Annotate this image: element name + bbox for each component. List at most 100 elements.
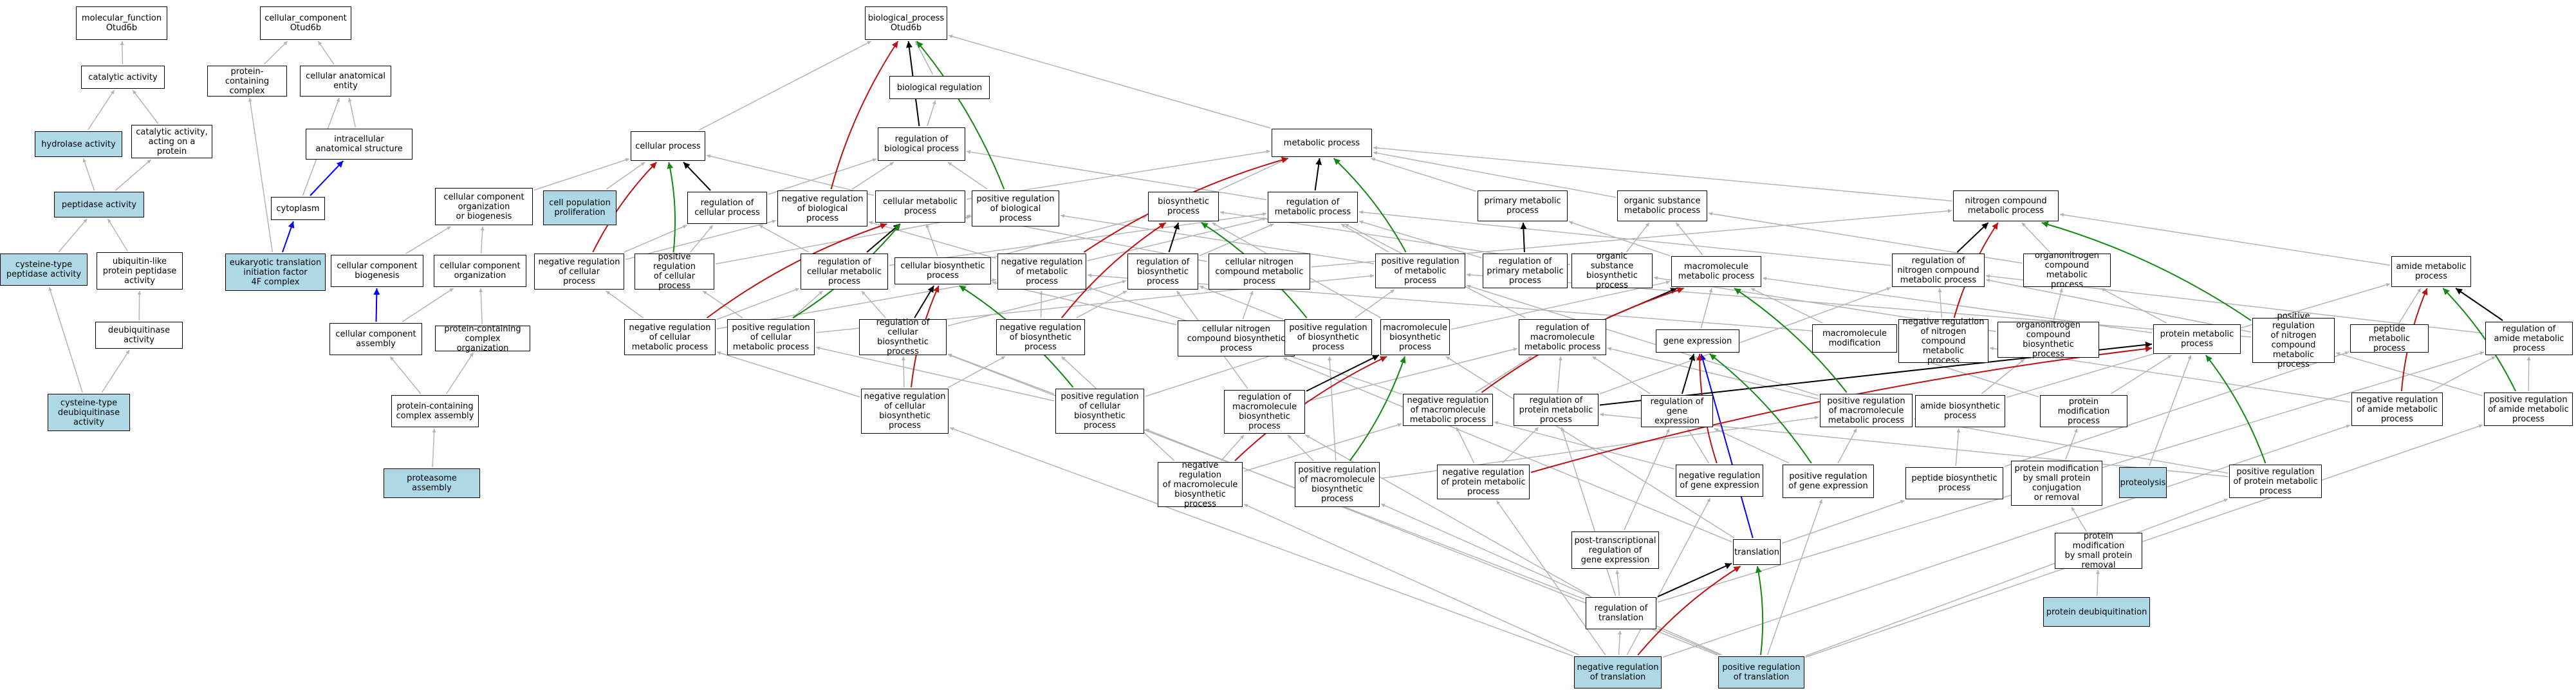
go-term-node-deub[interactable]: deubiquitinase activity: [95, 322, 183, 349]
edge-is-a-nrcbp-to-nrcmp: [716, 351, 860, 398]
edge-is-a-prcmp-to-regcmp: [792, 290, 823, 319]
go-term-node-pcco[interactable]: protein-containing complex organization: [435, 324, 530, 353]
edge-is-a-pmsp-to-protmod: [2065, 428, 2078, 460]
go-term-node-regge[interactable]: regulation of gene expression: [1641, 395, 1713, 427]
go-term-node-prmmbp[interactable]: positive regulation of macromolecule bio…: [1295, 462, 1380, 507]
go-term-node-nrncmp[interactable]: negative regulation of nitrogen compound…: [1898, 317, 1988, 365]
go-term-node-metp[interactable]: metabolic process: [1272, 129, 1372, 157]
go-term-node-regbp[interactable]: regulation of biological process: [878, 127, 965, 161]
go-term-node-pramp[interactable]: positive regulation of amide metabolic p…: [2484, 393, 2573, 426]
go-term-node-osbp[interactable]: organic substance biosynthetic process: [1571, 252, 1653, 290]
go-term-node-regcp[interactable]: regulation of cellular process: [687, 192, 767, 224]
go-term-node-pmp[interactable]: primary metabolic process: [1478, 190, 1568, 221]
go-term-node-nrtr[interactable]: negative regulation of translation: [1574, 656, 1662, 688]
go-term-node-catp[interactable]: catalytic activity, acting on a protein: [131, 125, 212, 158]
go-term-node-regprmp[interactable]: regulation of protein metabolic process: [1514, 394, 1598, 426]
go-term-node-proteolysis[interactable]: proteolysis: [2119, 467, 2167, 498]
go-term-node-pmspr[interactable]: protein modification by small protein re…: [2055, 531, 2142, 570]
go-term-node-prcmp[interactable]: positive regulation of cellular metaboli…: [727, 319, 815, 355]
go-term-node-regncmp[interactable]: regulation of nitrogen compound metaboli…: [1892, 254, 1985, 287]
go-term-node-proteasome[interactable]: proteasome assembly: [384, 468, 480, 498]
go-term-node-cpp[interactable]: cell population proliferation: [543, 190, 616, 225]
go-term-node-nrge[interactable]: negative regulation of gene expression: [1676, 465, 1763, 497]
go-term-node-cae[interactable]: cellular anatomical entity: [300, 66, 391, 97]
go-term-node-breg[interactable]: biological regulation: [889, 76, 990, 99]
go-term-node-pmsp[interactable]: protein modification by small protein co…: [2011, 461, 2102, 506]
go-term-node-biosyn[interactable]: biosynthetic process: [1148, 192, 1219, 221]
go-term-node-oncmp[interactable]: organonitrogen compound metabolic proces…: [2023, 251, 2111, 290]
go-term-node-bp[interactable]: biological_process Otud6b: [865, 6, 947, 40]
go-term-node-prncmp[interactable]: positive regulation of nitrogen compound…: [2252, 311, 2335, 369]
go-term-node-prbp[interactable]: positive regulation of biological proces…: [972, 190, 1059, 226]
go-term-node-ncmp[interactable]: nitrogen compound metabolic process: [1953, 190, 2059, 221]
go-term-node-regpmp[interactable]: regulation of primary metabolic process: [1483, 254, 1568, 288]
go-term-node-nramp[interactable]: negative regulation of amide metabolic p…: [2351, 393, 2443, 426]
go-term-node-cyto[interactable]: cytoplasm: [271, 197, 325, 220]
go-term-node-nrmmp[interactable]: negative regulation of macromolecule met…: [1403, 394, 1493, 426]
go-term-node-cncbsp[interactable]: cellular nitrogen compound biosynthetic …: [1178, 320, 1295, 356]
go-term-node-ias[interactable]: intracellular anatomical structure: [306, 129, 412, 160]
go-term-node-nrcp[interactable]: negative regulation of cellular process: [534, 254, 624, 290]
go-term-node-prcp[interactable]: positive regulation of cellular process: [635, 252, 714, 291]
go-term-node-ctdeub[interactable]: cysteine-type deubiquitinase activity: [48, 394, 130, 431]
go-term-node-hyd[interactable]: hydrolase activity: [35, 131, 122, 157]
go-term-node-ccob[interactable]: cellular component organization or bioge…: [435, 188, 533, 225]
go-term-node-mf[interactable]: molecular_function Otud6b: [76, 6, 167, 40]
go-term-node-regcmp[interactable]: regulation of cellular metabolic process: [801, 254, 888, 290]
go-term-node-ctpa[interactable]: cysteine-type peptidase activity: [0, 254, 88, 286]
edge-part-of-eti-to-cyto: [282, 221, 295, 253]
go-term-node-osmp[interactable]: organic substance metabolic process: [1617, 190, 1707, 221]
go-term-node-ptgr[interactable]: post-transcriptional regulation of gene …: [1571, 531, 1659, 569]
go-term-node-oncbp[interactable]: organonitrogen compound biosynthetic pro…: [1997, 320, 2099, 359]
go-term-node-ge[interactable]: gene expression: [1656, 329, 1739, 353]
go-term-node-cat[interactable]: catalytic activity: [81, 66, 165, 89]
go-term-node-transl[interactable]: translation: [1733, 539, 1781, 565]
go-term-node-ccb[interactable]: cellular component biogenesis: [331, 255, 423, 287]
go-term-node-regamp[interactable]: regulation of amide metabolic process: [2485, 322, 2573, 355]
go-term-node-cco[interactable]: cellular component organization: [434, 255, 526, 287]
go-term-node-nrmp[interactable]: negative regulation of metabolic process: [997, 254, 1086, 290]
edge-is-a-mmbp-to-mmp: [1450, 281, 1671, 330]
go-term-node-deubq[interactable]: protein deubiquitination: [2043, 597, 2150, 627]
go-term-node-cca[interactable]: cellular component assembly: [329, 323, 422, 355]
go-term-node-mmp[interactable]: macromolecule metabolic process: [1671, 256, 1761, 287]
go-term-node-pepbp[interactable]: peptide biosynthetic process: [1905, 467, 2003, 499]
go-term-node-regmp[interactable]: regulation of metabolic process: [1268, 192, 1358, 223]
go-term-node-regbsp[interactable]: regulation of biosynthetic process: [1127, 254, 1198, 290]
go-term-node-nrbp[interactable]: negative regulation of biological proces…: [777, 190, 867, 226]
go-term-node-pepmp[interactable]: peptide metabolic process: [2350, 324, 2429, 353]
go-term-node-protmp[interactable]: protein metabolic process: [2153, 324, 2241, 354]
go-term-node-cc[interactable]: cellular_component Otud6b: [260, 6, 351, 40]
go-term-node-prtr[interactable]: positive regulation of translation: [1718, 656, 1804, 688]
go-term-node-regmmbp[interactable]: regulation of macromolecule biosynthetic…: [1224, 390, 1305, 434]
go-term-node-pep[interactable]: peptidase activity: [54, 192, 144, 217]
go-term-node-nrprmp[interactable]: negative regulation of protein metabolic…: [1437, 465, 1530, 499]
go-term-node-nrbsp[interactable]: negative regulation of biosynthetic proc…: [996, 319, 1085, 355]
go-term-node-prge[interactable]: positive regulation of gene expression: [1783, 465, 1874, 498]
go-term-node-abp[interactable]: amide biosynthetic process: [1915, 395, 2005, 427]
go-term-node-prmmp[interactable]: positive regulation of macromolecule met…: [1820, 394, 1913, 427]
go-term-node-mmbp[interactable]: macromolecule biosynthetic process: [1380, 319, 1450, 355]
go-term-node-regcbp[interactable]: regulation of cellular biosynthetic proc…: [859, 318, 947, 356]
edge-is-a-nramp-to-regamp: [2430, 356, 2496, 392]
go-term-node-pcc[interactable]: protein-containing complex: [207, 66, 287, 97]
go-term-node-cncbp[interactable]: cellular nitrogen compound metabolic pro…: [1209, 254, 1310, 290]
go-term-node-regtr[interactable]: regulation of translation: [1586, 597, 1656, 629]
go-term-node-nrcbp[interactable]: negative regulation of cellular biosynth…: [861, 389, 949, 434]
go-term-node-prmp[interactable]: positive regulation of metabolic process: [1375, 254, 1465, 288]
go-term-node-mmmod[interactable]: macromolecule modification: [1812, 324, 1897, 353]
go-term-node-regmmp[interactable]: regulation of macromolecule metabolic pr…: [1519, 319, 1606, 355]
go-term-node-pcca[interactable]: protein-containing complex assembly: [391, 395, 479, 427]
go-term-node-eti[interactable]: eukaryotic translation initiation factor…: [225, 254, 326, 291]
go-term-node-cmp[interactable]: cellular metabolic process: [875, 190, 965, 223]
go-term-node-amp[interactable]: amide metabolic process: [2391, 256, 2471, 287]
go-term-node-ublp[interactable]: ubiquitin-like protein peptidase activit…: [97, 252, 183, 290]
go-term-node-cellp[interactable]: cellular process: [631, 131, 705, 161]
go-term-node-nrcmp[interactable]: negative regulation of cellular metaboli…: [624, 319, 716, 355]
go-term-node-prbsp[interactable]: positive regulation of biosynthetic proc…: [1284, 319, 1372, 355]
go-term-node-nrmmbp[interactable]: negative regulation of macromolecule bio…: [1158, 461, 1243, 509]
go-term-node-cbp[interactable]: cellular biosynthetic process: [894, 257, 991, 284]
go-term-node-prprmp[interactable]: positive regulation of protein metabolic…: [2229, 465, 2322, 498]
go-term-node-prcbp[interactable]: positive regulation of cellular biosynth…: [1055, 389, 1144, 434]
go-term-node-protmod[interactable]: protein modification process: [2040, 395, 2127, 427]
